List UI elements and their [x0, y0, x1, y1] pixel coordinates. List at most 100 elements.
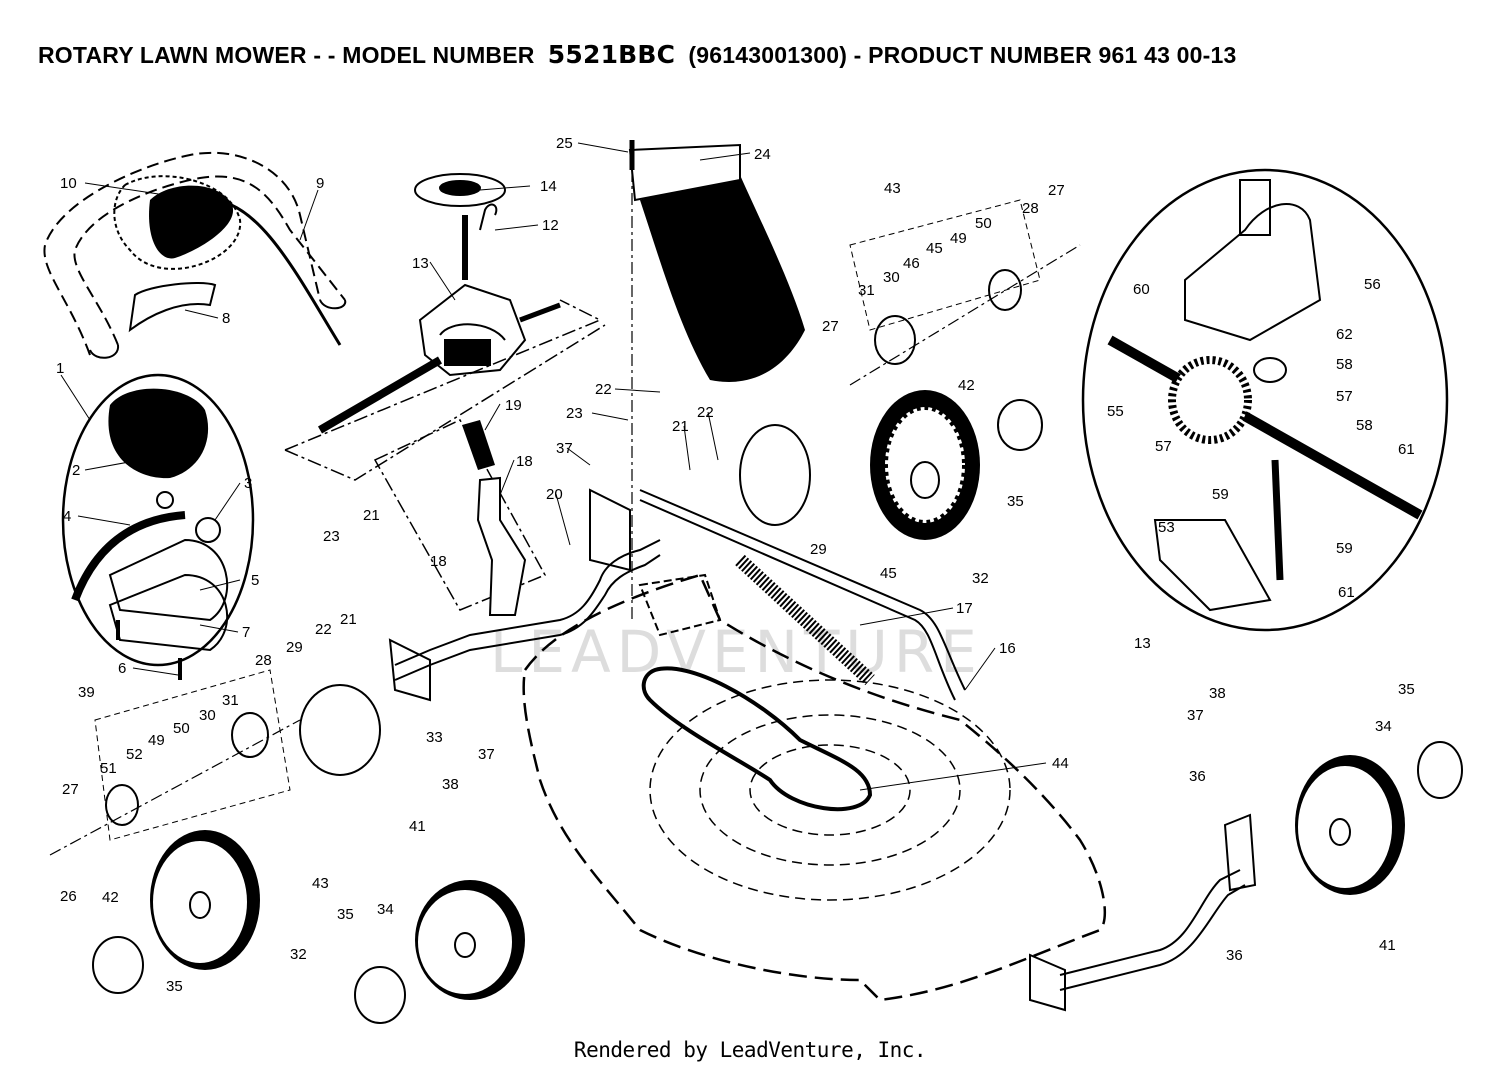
- callout-label: 53: [1158, 519, 1175, 536]
- callout-label: 45: [926, 240, 943, 257]
- callout-label: 43: [884, 180, 901, 197]
- wheel-icon: [415, 880, 525, 1000]
- callout-label: 25: [556, 135, 573, 152]
- callout-label: 38: [1209, 685, 1226, 702]
- callout-label: 57: [1336, 388, 1353, 405]
- callout-label: 7: [242, 624, 250, 641]
- callout-label: 29: [286, 639, 303, 656]
- title-suffix: (96143001300) - PRODUCT NUMBER 961 43 00…: [688, 42, 1237, 68]
- frame-outline: [284, 299, 606, 481]
- callout-label: 24: [754, 146, 771, 163]
- drive-belt-icon: [641, 666, 873, 812]
- callout-label: 19: [505, 397, 522, 414]
- rear-axle-icon: [388, 488, 966, 702]
- callout-label: 60: [1133, 281, 1150, 298]
- callout-label: 34: [377, 901, 394, 918]
- callout-label: 50: [975, 215, 992, 232]
- callout-label: 20: [546, 486, 563, 503]
- mower-deck-icon: [522, 573, 1106, 1002]
- callout-label: 13: [412, 255, 429, 272]
- lever-grip-icon: [462, 420, 495, 470]
- callout-label: 6: [118, 660, 126, 677]
- callout-label: 49: [148, 732, 165, 749]
- callout-label: 27: [62, 781, 79, 798]
- callout-label: 58: [1356, 417, 1373, 434]
- callout-label: 55: [1107, 403, 1124, 420]
- callout-label: 27: [822, 318, 839, 335]
- callout-label: 2: [72, 462, 80, 479]
- group-box-43: [849, 199, 1041, 331]
- callout-label: 21: [672, 418, 689, 435]
- callout-label: 51: [100, 760, 117, 777]
- callout-label: 28: [255, 652, 272, 669]
- callout-label: 42: [102, 889, 119, 906]
- callout-label: 13: [1134, 635, 1151, 652]
- callout-label: 39: [78, 684, 95, 701]
- cable-icon: [71, 511, 186, 602]
- callout-label: 49: [950, 230, 967, 247]
- callout-label: 9: [316, 175, 324, 192]
- deck-contour: [649, 679, 1011, 901]
- callout-label: 23: [566, 405, 583, 422]
- leader-lines: [60, 142, 1047, 791]
- callout-label: 3: [244, 475, 252, 492]
- spring-icon: [735, 554, 875, 686]
- callout-label: 26: [60, 888, 77, 905]
- callout-label: 58: [1336, 356, 1353, 373]
- callout-label: 45: [880, 565, 897, 582]
- callout-label: 4: [63, 508, 71, 525]
- callout-label: 41: [409, 818, 426, 835]
- callout-label: 30: [199, 707, 216, 724]
- gearbox-exploded-icon: [1107, 179, 1423, 612]
- callout-label: 18: [430, 553, 447, 570]
- callout-label: 21: [340, 611, 357, 628]
- gearbox-icon: [317, 173, 561, 434]
- grass-bag-icon: [640, 175, 805, 382]
- callout-label: 34: [1375, 718, 1392, 735]
- wheel-icon: [870, 390, 980, 540]
- callout-label: 35: [1398, 681, 1415, 698]
- pulley-wheel-icon: [299, 424, 811, 776]
- callout-label: 32: [972, 570, 989, 587]
- plate-icon: [108, 491, 229, 652]
- callout-label: 59: [1336, 540, 1353, 557]
- screw-icon: [116, 620, 182, 680]
- handle-grip-icon: [149, 185, 234, 259]
- title-model-number: 5521BBC: [547, 40, 676, 69]
- height-lever-icon: [476, 476, 527, 616]
- callout-label: 35: [166, 978, 183, 995]
- title-prefix: ROTARY LAWN MOWER - - MODEL NUMBER: [38, 42, 535, 68]
- callout-label: 36: [1189, 768, 1206, 785]
- inset-left: [61, 373, 255, 667]
- callout-label: 52: [126, 746, 143, 763]
- gear-icon: [105, 269, 1022, 826]
- callout-label: 17: [956, 600, 973, 617]
- front-axle-icon: [1059, 869, 1246, 991]
- callout-label: 42: [958, 377, 975, 394]
- callout-label: 31: [858, 282, 875, 299]
- watermark: LEADVENTURE: [490, 618, 983, 686]
- callout-label: 18: [516, 453, 533, 470]
- callout-label: 62: [1336, 326, 1353, 343]
- inset-right: [1081, 168, 1449, 632]
- callout-label: 5: [251, 572, 259, 589]
- callout-label: 36: [1226, 947, 1243, 964]
- handle-grip-inset-icon: [108, 388, 209, 479]
- front-bracket-icon: [1029, 813, 1257, 1012]
- footer-credit: Rendered by LeadVenture, Inc.: [573, 1038, 927, 1062]
- callout-label: 10: [60, 175, 77, 192]
- callout-label: 44: [1052, 755, 1069, 772]
- callout-label: 33: [426, 729, 443, 746]
- callout-label: 59: [1212, 486, 1229, 503]
- callout-label: 22: [315, 621, 332, 638]
- callout-label: 29: [810, 541, 827, 558]
- callout-label: 35: [1007, 493, 1024, 510]
- callout-label: 1: [56, 360, 64, 377]
- callout-label: 12: [542, 217, 559, 234]
- callout-label: 8: [222, 310, 230, 327]
- callout-label: 27: [1048, 182, 1065, 199]
- callout-label: 61: [1338, 584, 1355, 601]
- callout-label: 37: [556, 440, 573, 457]
- callout-label: 50: [173, 720, 190, 737]
- callout-label: 16: [999, 640, 1016, 657]
